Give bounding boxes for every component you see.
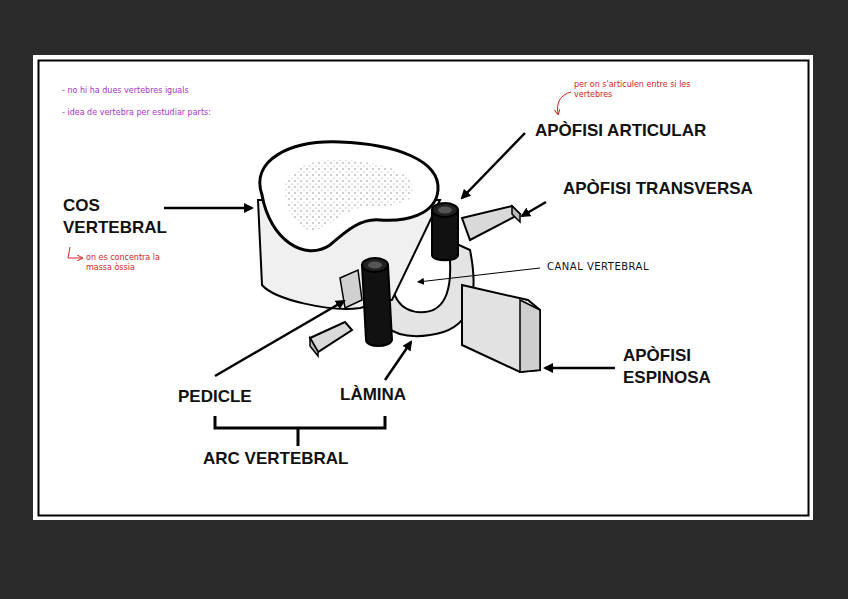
leader-arrow xyxy=(522,202,546,216)
bracket xyxy=(215,416,385,446)
leader-arrow xyxy=(164,207,252,210)
slide-border xyxy=(39,61,809,516)
transverse-process xyxy=(462,206,520,240)
leader-arrow xyxy=(462,133,525,198)
handwritten-note: - no hi ha dues vertebres iguals xyxy=(62,86,189,96)
handwritten-note: - idea de vertebra per estudiar parts: xyxy=(62,108,211,118)
leader-arrow xyxy=(418,268,540,282)
note-arrow xyxy=(558,92,571,114)
note-arrow xyxy=(68,247,82,258)
part-label: CANAL VERTEBRAL xyxy=(547,261,649,272)
part-label: PEDICLE xyxy=(178,386,252,408)
transverse-process xyxy=(310,322,352,352)
part-label: APÒFISI ESPINOSA xyxy=(623,345,738,389)
handwritten-note: per on s'articulen entre si les vertebre… xyxy=(574,80,709,100)
spinous-process xyxy=(462,285,540,372)
part-label: COS VERTEBRAL xyxy=(63,195,193,239)
part-label: LÀMINA xyxy=(340,384,406,406)
group-label: ARC VERTEBRAL xyxy=(203,448,348,470)
articular-process xyxy=(362,265,392,346)
handwritten-note: on es concentra la massa òssia xyxy=(86,253,186,273)
leader-arrow xyxy=(545,367,615,370)
part-label: APÒFISI TRANSVERSA xyxy=(563,178,753,200)
leader-arrow xyxy=(215,301,344,376)
part-label: APÒFISI ARTICULAR xyxy=(535,120,706,142)
leader-arrow xyxy=(385,342,411,380)
